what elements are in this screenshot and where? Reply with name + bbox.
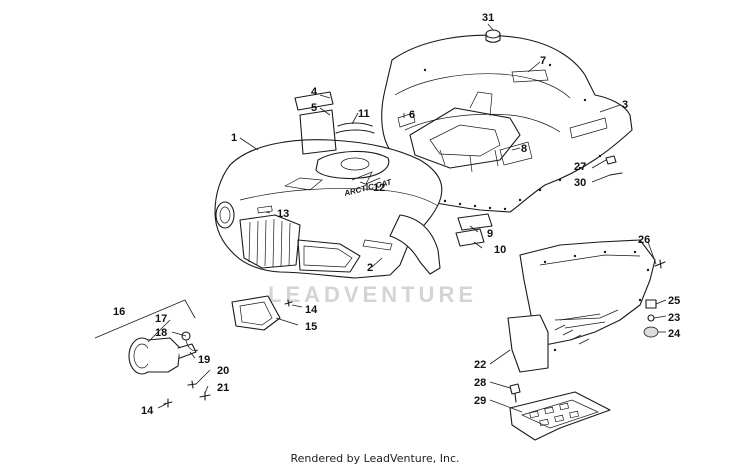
- callout-21: 21: [217, 382, 229, 394]
- callout-2: 2: [367, 262, 373, 274]
- footrest[interactable]: [509, 391, 611, 441]
- callout-3: 3: [622, 99, 628, 111]
- callout-5: 5: [311, 102, 317, 114]
- callout-6: 6: [409, 109, 415, 121]
- callout-30: 30: [574, 177, 586, 189]
- footwell[interactable]: [507, 239, 656, 373]
- leader-lines: [147, 23, 667, 413]
- callout-14a: 14: [305, 304, 318, 316]
- callout-22: 22: [474, 359, 486, 371]
- callout-29: 29: [474, 395, 486, 407]
- callout-19: 19: [198, 354, 210, 366]
- fasteners[interactable]: [163, 155, 666, 408]
- callout-13: 13: [277, 208, 289, 220]
- callout-9: 9: [487, 228, 493, 240]
- watermark-text: LEADVENTURE: [268, 282, 477, 307]
- callout-20: 20: [217, 365, 229, 377]
- callout-11: 11: [358, 108, 370, 120]
- callout-24: 24: [668, 328, 681, 340]
- callouts: 1 2 3 4 5 6 7 8 9 10 11 12 13 14 15 16 1…: [113, 12, 681, 417]
- footer-credit: Rendered by LeadVenture, Inc.: [290, 452, 460, 465]
- callout-4: 4: [311, 86, 318, 98]
- callout-7: 7: [540, 55, 546, 67]
- front-fender[interactable]: ARCTIC CAT: [214, 139, 443, 279]
- callout-27: 27: [574, 161, 586, 173]
- callout-8: 8: [521, 143, 527, 155]
- callout-25: 25: [668, 295, 680, 307]
- callout-12: 12: [373, 182, 385, 194]
- callout-28: 28: [474, 377, 486, 389]
- callout-16: 16: [113, 306, 125, 318]
- callout-10: 10: [494, 244, 506, 256]
- callout-31: 31: [482, 12, 494, 24]
- callout-15: 15: [305, 321, 317, 333]
- callout-26: 26: [638, 234, 650, 246]
- callout-17: 17: [155, 313, 167, 325]
- callout-23: 23: [668, 312, 680, 324]
- decals[interactable]: [294, 91, 493, 247]
- callout-1: 1: [231, 132, 237, 144]
- callout-18: 18: [155, 327, 167, 339]
- headlight-assembly[interactable]: [94, 295, 281, 375]
- watermark: LEADVENTURE: [268, 196, 477, 307]
- callout-14b: 14: [141, 405, 154, 417]
